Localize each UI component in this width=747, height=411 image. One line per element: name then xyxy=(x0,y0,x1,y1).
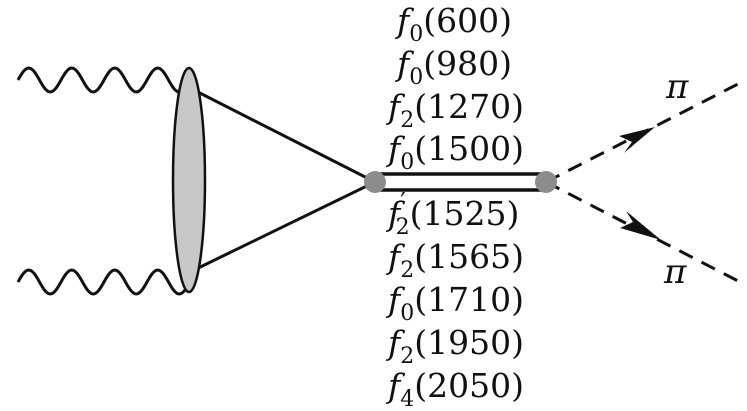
resonance-label: f0(1500) xyxy=(385,129,524,175)
incoming-photon-upper xyxy=(16,66,192,94)
arrow-upper-icon xyxy=(619,127,655,153)
vertex-right xyxy=(535,171,557,193)
resonance-label: f2(1565) xyxy=(385,237,524,283)
resonance-list-below: f′2(1525) f2(1565) f0(1710) f2(1950) f4(… xyxy=(385,188,524,411)
incoming-photon-lower xyxy=(16,268,192,296)
resonance-label: f0(980) xyxy=(394,44,512,90)
resonance-label: f4(2050) xyxy=(385,366,524,411)
resonance-label: f2(1950) xyxy=(385,323,524,369)
resonance-label: f0(600) xyxy=(394,1,512,47)
resonance-label: f′2(1525) xyxy=(385,188,519,240)
pion-label-upper: π xyxy=(665,67,689,107)
resonance-list-above: f0(600) f0(980) f2(1270) f0(1500) xyxy=(385,1,524,175)
resonance-label: f2(1270) xyxy=(385,87,524,133)
resonance-label: f0(1710) xyxy=(385,280,524,326)
vertex-left xyxy=(364,171,386,193)
two-photon-blob xyxy=(171,66,207,294)
pion-label-lower: π xyxy=(663,252,687,292)
arrow-lower-icon xyxy=(620,211,661,240)
triangle-line-lower xyxy=(189,180,376,274)
triangle-line-upper xyxy=(189,86,376,184)
